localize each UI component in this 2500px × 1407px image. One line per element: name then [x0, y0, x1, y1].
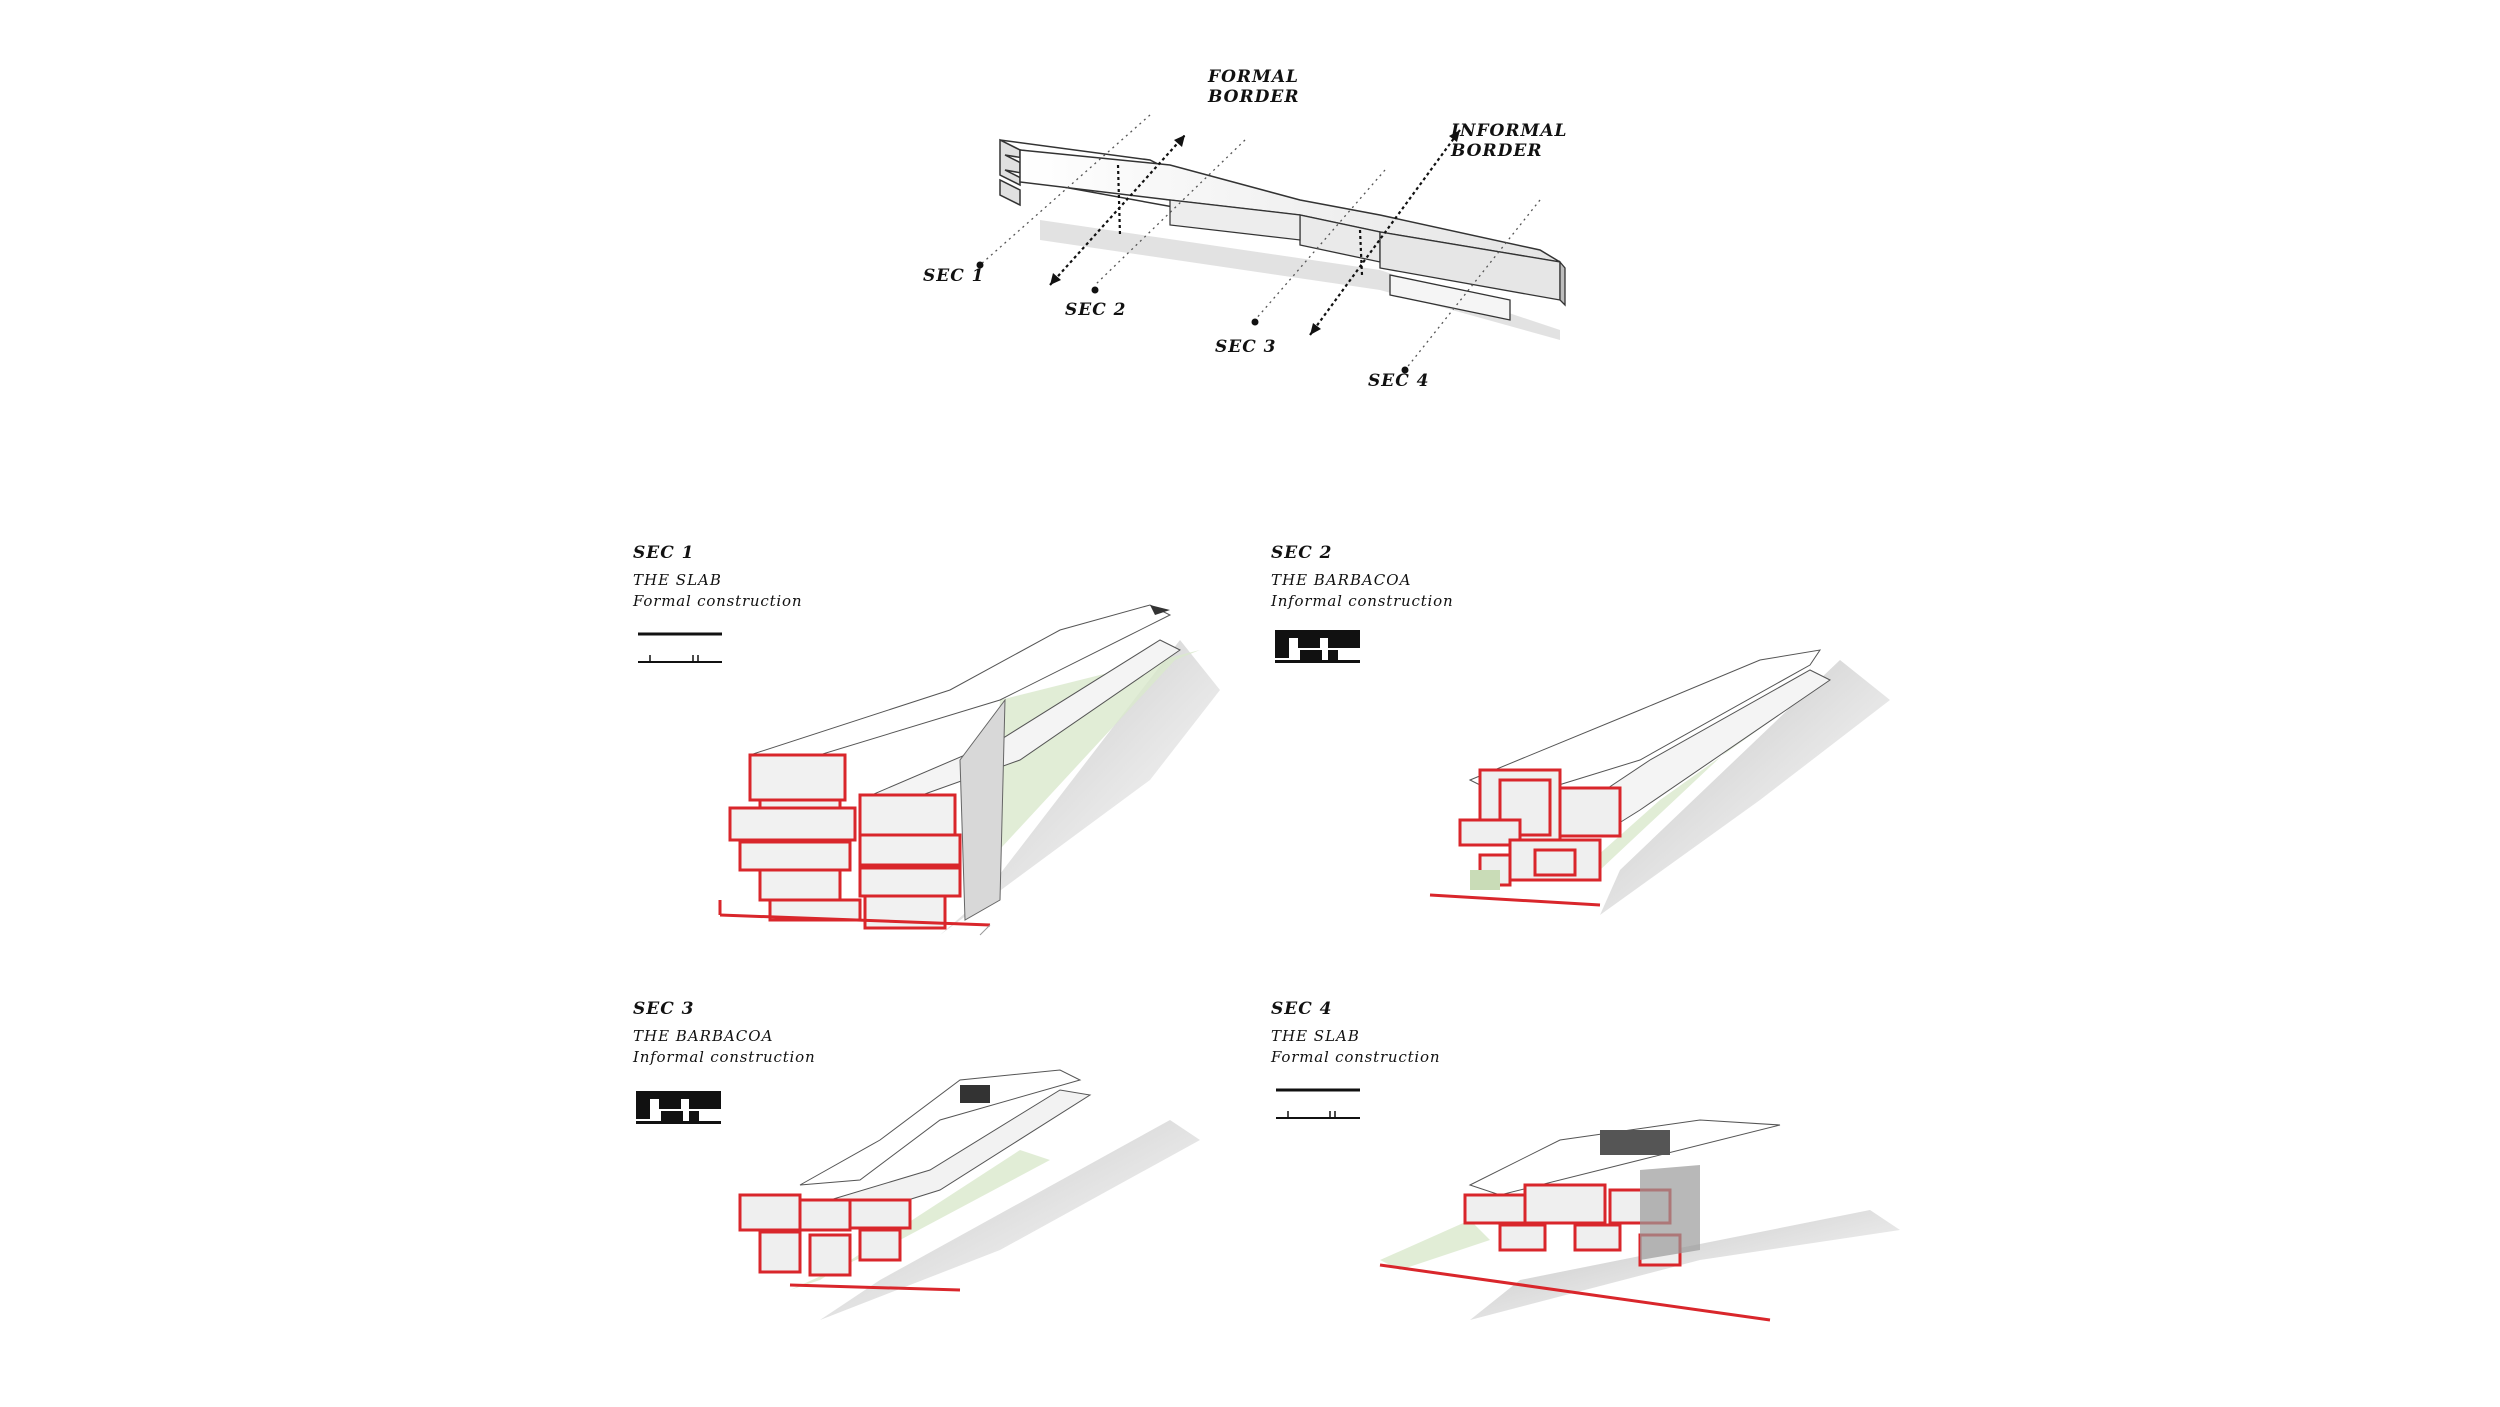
- informal-border-label: INFORMAL BORDER: [1451, 121, 1568, 161]
- sec-2-marker: SEC 2: [1065, 300, 1127, 320]
- informal-border-arrow: [1309, 129, 1461, 336]
- section-2-caption: THE BARBACOA Informal construction: [1271, 570, 1453, 612]
- section-3-type: Informal construction: [633, 1048, 816, 1066]
- section-2-type: Informal construction: [1271, 592, 1454, 610]
- section-2-model: [1429, 649, 1890, 915]
- section-3-model: [738, 1069, 1200, 1320]
- formal-border-arrow: [1049, 134, 1186, 286]
- section-marker-dots: [976, 261, 1409, 374]
- section-1-caption: THE SLAB Formal construction: [633, 570, 802, 612]
- section-1-type: Formal construction: [633, 592, 803, 610]
- section-3-caption: THE BARBACOA Informal construction: [633, 1026, 815, 1068]
- section-4-type: Formal construction: [1271, 1048, 1441, 1066]
- section-2-name: THE BARBACOA: [1271, 571, 1412, 589]
- slab-section-icon-4: [1276, 1088, 1360, 1119]
- formal-border-label: FORMAL BORDER: [1208, 67, 1300, 107]
- section-4-name: THE SLAB: [1271, 1027, 1360, 1045]
- section-4-caption: THE SLAB Formal construction: [1271, 1026, 1440, 1068]
- section-4-model: [1379, 1119, 1900, 1322]
- barbacoa-section-icon-3: [636, 1091, 721, 1124]
- section-1-model: [718, 604, 1220, 936]
- section-guide-lines: [979, 114, 1541, 371]
- section-3-name: THE BARBACOA: [633, 1027, 774, 1045]
- section-4-title: SEC 4: [1271, 999, 1333, 1019]
- barbacoa-section-icon-2: [1275, 630, 1360, 663]
- section-1-title: SEC 1: [633, 543, 695, 563]
- sec-4-marker: SEC 4: [1368, 371, 1430, 391]
- section-2-title: SEC 2: [1271, 543, 1333, 563]
- section-3-title: SEC 3: [633, 999, 695, 1019]
- sec-1-marker: SEC 1: [923, 266, 985, 286]
- sec-3-marker: SEC 3: [1215, 337, 1277, 357]
- section-1-name: THE SLAB: [633, 571, 722, 589]
- slab-section-icon-1: [638, 632, 722, 663]
